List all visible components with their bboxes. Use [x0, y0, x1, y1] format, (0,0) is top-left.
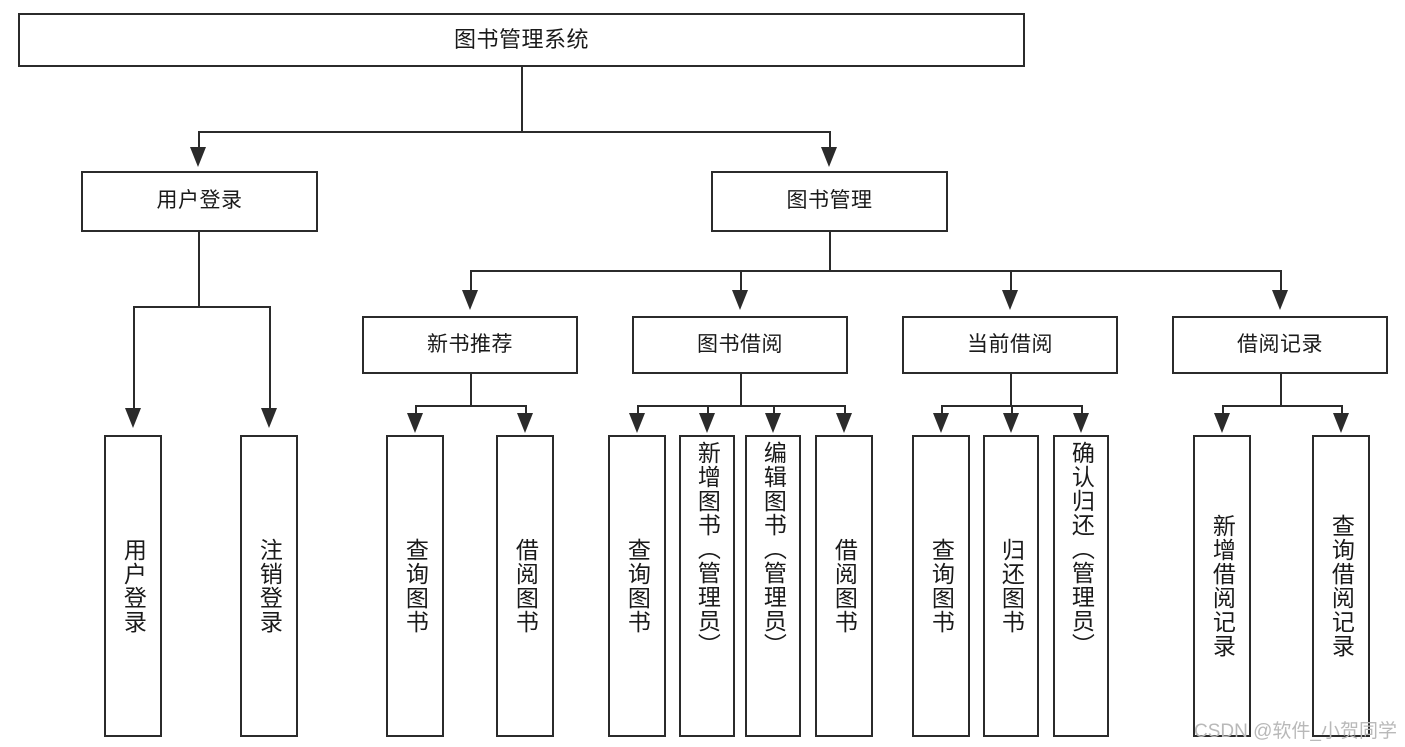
- node-label: 查询借阅记录: [1328, 514, 1355, 658]
- node-label: 借阅记录: [1237, 332, 1323, 356]
- connector-new-book-stem: [470, 374, 472, 405]
- connector-level3-drop-1: [470, 270, 472, 292]
- node-label: 图书借阅: [697, 332, 783, 356]
- node-label: 新书推荐: [427, 332, 513, 356]
- node-label: 借阅图书: [512, 538, 539, 634]
- connector-level3-drop-3: [1010, 270, 1012, 292]
- node-label: 确认归还（管理员）: [1068, 441, 1095, 657]
- arrowhead-new-book-recommend: [462, 290, 478, 310]
- arrowhead-book-borrow-leaf-2: [699, 413, 715, 433]
- node-label: 图书管理: [786, 189, 873, 213]
- arrowhead-book-borrow-leaf-3: [765, 413, 781, 433]
- connector-book-manage-stem: [829, 232, 831, 270]
- leaf-new-book-2[interactable]: 借阅图书: [496, 435, 554, 737]
- node-label: 借阅图书: [831, 538, 858, 634]
- node-root-system[interactable]: 图书管理系统: [18, 13, 1025, 67]
- arrowhead-current-borrow: [1002, 290, 1018, 310]
- node-label: 当前借阅: [967, 332, 1053, 356]
- node-label: 编辑图书（管理员）: [760, 441, 787, 657]
- arrowhead-current-borrow-leaf-1: [933, 413, 949, 433]
- node-label: 用户登录: [120, 538, 147, 634]
- leaf-book-borrow-2[interactable]: 新增图书（管理员）: [679, 435, 735, 737]
- leaf-book-borrow-4[interactable]: 借阅图书: [815, 435, 873, 737]
- leaf-borrow-record-2[interactable]: 查询借阅记录: [1312, 435, 1370, 737]
- node-borrow-record[interactable]: 借阅记录: [1172, 316, 1388, 374]
- connector-book-borrow-drop-4: [844, 405, 846, 415]
- leaf-current-borrow-1[interactable]: 查询图书: [912, 435, 970, 737]
- connector-new-book-drop-1: [415, 405, 417, 415]
- connector-user-login-stem: [198, 232, 200, 306]
- node-label: 查询图书: [624, 538, 651, 634]
- connector-user-login-drop-1: [133, 306, 135, 410]
- arrowhead-book-borrow-leaf-1: [629, 413, 645, 433]
- connector-level2-drop-left: [198, 131, 200, 149]
- connector-borrow-record-drop-2: [1341, 405, 1343, 415]
- connector-level3-drop-4: [1280, 270, 1282, 292]
- arrowhead-book-manage: [821, 147, 837, 167]
- connector-user-login-drop-2: [269, 306, 271, 410]
- connector-book-borrow-drop-2: [707, 405, 709, 415]
- node-label: 图书管理系统: [453, 27, 589, 53]
- node-label: 用户登录: [156, 189, 243, 213]
- leaf-book-borrow-3[interactable]: 编辑图书（管理员）: [745, 435, 801, 737]
- connector-borrow-record-drop-1: [1222, 405, 1224, 415]
- leaf-borrow-record-1[interactable]: 新增借阅记录: [1193, 435, 1251, 737]
- arrowhead-current-borrow-leaf-3: [1073, 413, 1089, 433]
- leaf-user-login-2[interactable]: 注销登录: [240, 435, 298, 737]
- node-current-borrow[interactable]: 当前借阅: [902, 316, 1118, 374]
- arrowhead-borrow-record-leaf-2: [1333, 413, 1349, 433]
- node-label: 归还图书: [998, 538, 1025, 634]
- connector-level3-bus: [470, 270, 1280, 272]
- connector-current-borrow-drop-2: [1011, 405, 1013, 415]
- connector-book-borrow-bus: [637, 405, 844, 407]
- leaf-current-borrow-2[interactable]: 归还图书: [983, 435, 1039, 737]
- connector-book-borrow-drop-3: [773, 405, 775, 415]
- node-label: 查询图书: [928, 538, 955, 634]
- node-new-book-recommend[interactable]: 新书推荐: [362, 316, 578, 374]
- connector-current-borrow-stem: [1010, 374, 1012, 405]
- node-label: 新增图书（管理员）: [694, 441, 721, 657]
- arrowhead-book-borrow: [732, 290, 748, 310]
- connector-book-borrow-stem: [740, 374, 742, 405]
- arrowhead-borrow-record: [1272, 290, 1288, 310]
- arrowhead-user-login: [190, 147, 206, 167]
- connector-book-borrow-drop-1: [637, 405, 639, 415]
- node-label: 查询图书: [402, 538, 429, 634]
- connector-borrow-record-bus: [1222, 405, 1341, 407]
- node-book-manage[interactable]: 图书管理: [711, 171, 948, 232]
- arrowhead-new-book-leaf-2: [517, 413, 533, 433]
- leaf-current-borrow-3[interactable]: 确认归还（管理员）: [1053, 435, 1109, 737]
- leaf-new-book-1[interactable]: 查询图书: [386, 435, 444, 737]
- connector-root-stem: [521, 67, 523, 131]
- connector-new-book-bus: [415, 405, 525, 407]
- connector-new-book-drop-2: [525, 405, 527, 415]
- csdn-watermark: CSDN @软件_小贺同学: [1194, 721, 1397, 742]
- node-book-borrow[interactable]: 图书借阅: [632, 316, 848, 374]
- node-label: 注销登录: [256, 538, 283, 634]
- arrowhead-leaf-user-login-2: [261, 408, 277, 428]
- connector-current-borrow-drop-1: [941, 405, 943, 415]
- connector-level3-drop-2: [740, 270, 742, 292]
- node-user-login[interactable]: 用户登录: [81, 171, 318, 232]
- connector-level2-bus: [198, 131, 830, 133]
- leaf-book-borrow-1[interactable]: 查询图书: [608, 435, 666, 737]
- connector-user-login-bus: [133, 306, 269, 308]
- leaf-user-login-1[interactable]: 用户登录: [104, 435, 162, 737]
- connector-current-borrow-drop-3: [1081, 405, 1083, 415]
- node-label: 新增借阅记录: [1209, 514, 1236, 658]
- arrowhead-new-book-leaf-1: [407, 413, 423, 433]
- arrowhead-borrow-record-leaf-1: [1214, 413, 1230, 433]
- connector-borrow-record-stem: [1280, 374, 1282, 405]
- connector-level2-drop-right: [829, 131, 831, 149]
- arrowhead-book-borrow-leaf-4: [836, 413, 852, 433]
- arrowhead-current-borrow-leaf-2: [1003, 413, 1019, 433]
- arrowhead-leaf-user-login-1: [125, 408, 141, 428]
